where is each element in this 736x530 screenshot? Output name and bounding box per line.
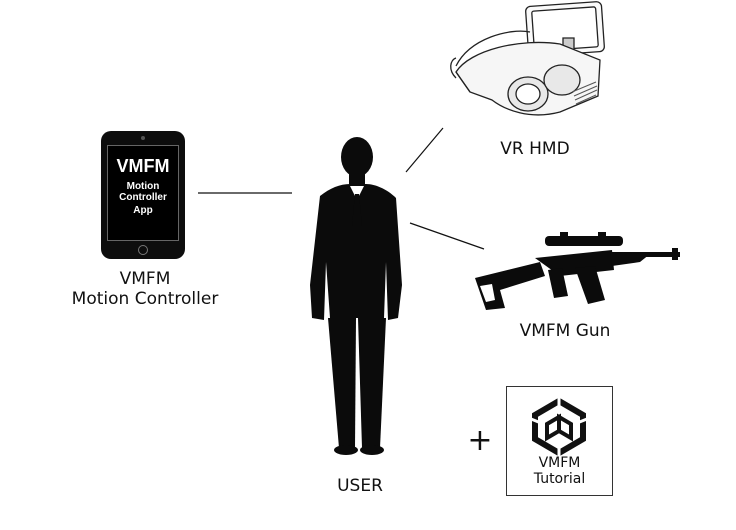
gun-drawing (475, 232, 680, 310)
vr-hmd-drawing (450, 1, 605, 116)
line-user-to-hmd (405, 127, 444, 173)
tablet-app-title: VMFM (116, 156, 170, 176)
tablet-device: VMFM Motion Controller App (101, 131, 185, 259)
tutorial-line1: VMFM (538, 455, 581, 471)
plus-sign: + (467, 423, 493, 458)
user-label: USER (337, 476, 383, 496)
tablet-home-button-icon (138, 245, 148, 255)
controller-label-line2: Motion Controller (71, 289, 219, 309)
tutorial-line2: Tutorial (533, 471, 586, 487)
controller-label-line1: VMFM (119, 269, 171, 289)
gun-label: VMFM Gun (519, 321, 611, 341)
tablet-app-line3: App (133, 205, 153, 216)
tablet-camera-icon (141, 136, 145, 140)
tutorial-box: VMFM Tutorial (506, 386, 613, 496)
tablet-app-line1: Motion (126, 181, 160, 192)
hmd-label: VR HMD (500, 139, 570, 159)
tablet-app-line2: Controller (119, 192, 167, 203)
line-user-to-gun (409, 222, 485, 250)
unity-logo-icon (530, 397, 588, 457)
tablet-screen: VMFM Motion Controller App (107, 145, 179, 241)
